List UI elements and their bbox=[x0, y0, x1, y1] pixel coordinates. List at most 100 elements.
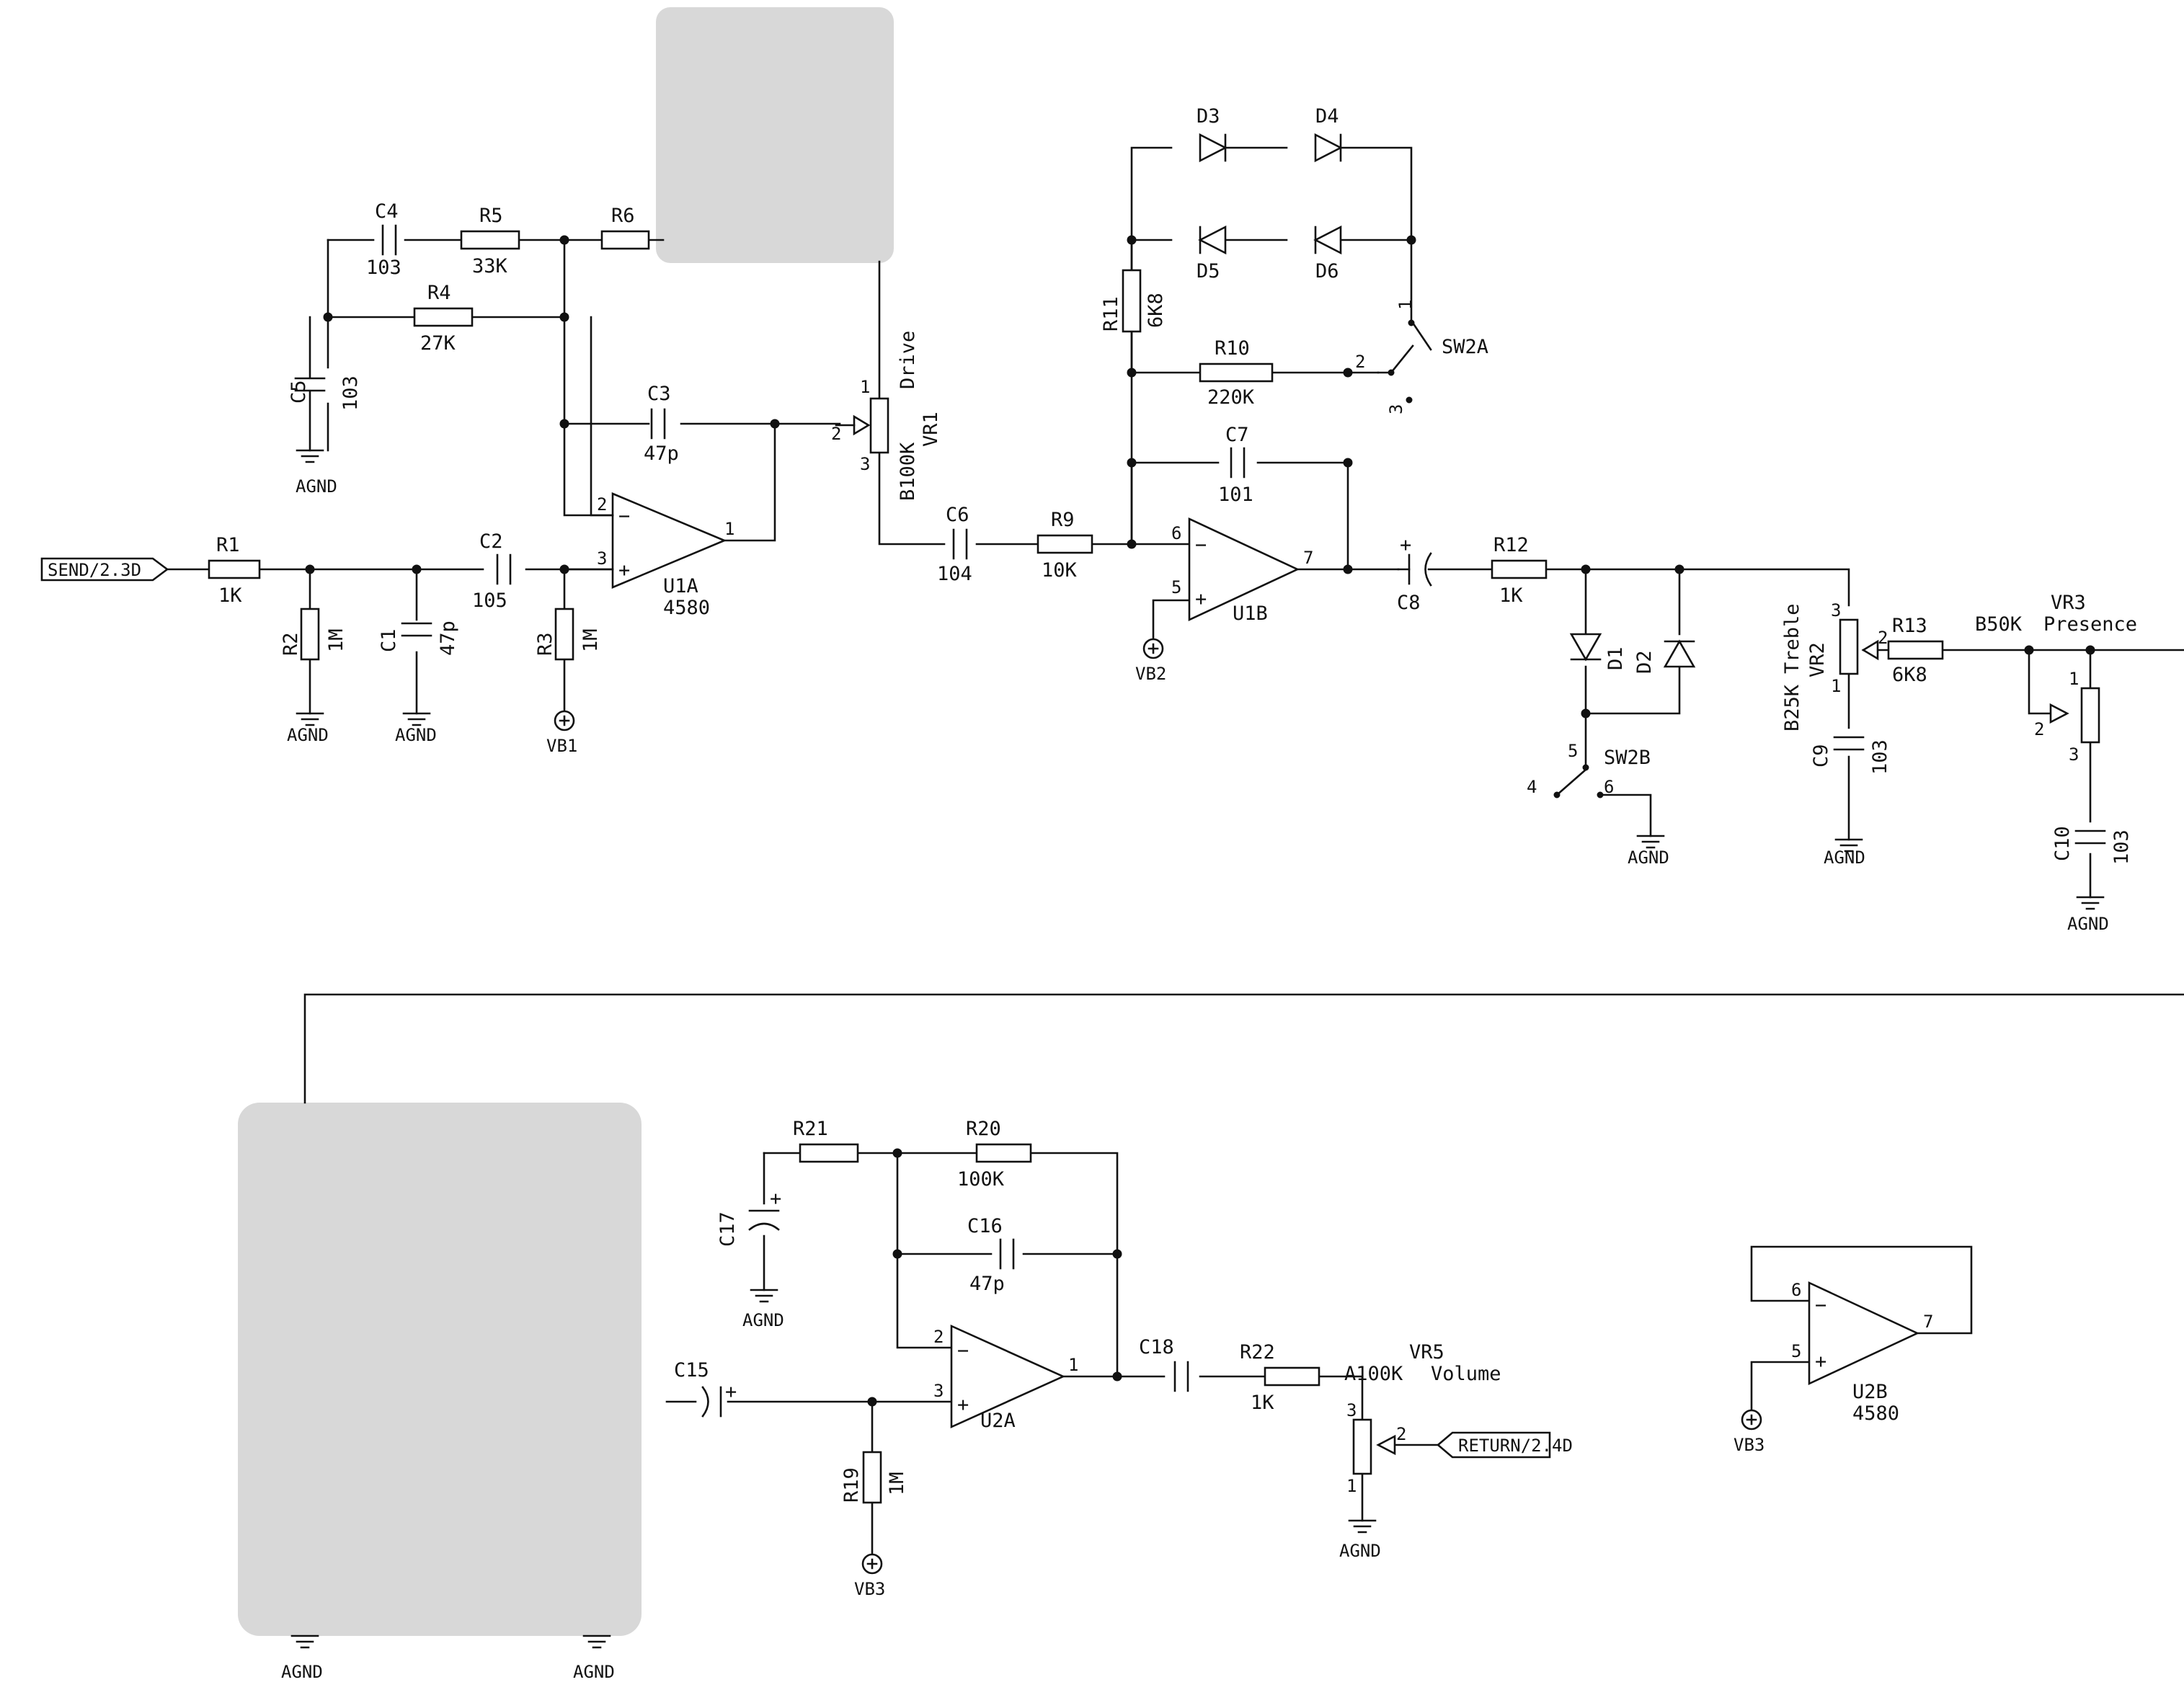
potentiometer-vr2[interactable]: 3 2 1 VR2 Treble B25K bbox=[1781, 600, 1888, 731]
send-port[interactable]: SEND/2.3D bbox=[40, 557, 169, 582]
svg-text:AGND: AGND bbox=[281, 1662, 323, 1682]
svg-text:27K: 27K bbox=[420, 332, 456, 355]
diode-d6[interactable]: D6 bbox=[1313, 225, 1342, 282]
resistor-r2[interactable]: R2 1M bbox=[280, 608, 347, 661]
svg-text:R4: R4 bbox=[427, 282, 451, 304]
capacitor-c16[interactable]: C16 47p bbox=[967, 1215, 1015, 1295]
capacitor-c9[interactable]: C9 103 bbox=[1810, 736, 1891, 775]
svg-text:AGND: AGND bbox=[395, 725, 437, 745]
svg-text:6: 6 bbox=[1604, 777, 1614, 797]
diode-d1[interactable]: D1 bbox=[1569, 633, 1627, 670]
resistor-r1[interactable]: R1 1K bbox=[208, 534, 261, 607]
svg-text:D2: D2 bbox=[1633, 650, 1656, 674]
potentiometer-vr1[interactable]: 1 2 3 B100K Drive VR1 bbox=[831, 331, 942, 501]
resistor-r13[interactable]: R13 6K8 bbox=[1887, 615, 1944, 686]
resistor-r6[interactable]: R6 bbox=[600, 205, 650, 250]
svg-text:VR2: VR2 bbox=[1806, 642, 1829, 677]
supply-vb3-r19: VB3 bbox=[854, 1553, 885, 1599]
switch-sw2b[interactable]: 5 4 6 SW2B bbox=[1527, 741, 1651, 798]
diode-d2[interactable]: D2 bbox=[1633, 639, 1696, 674]
svg-text:6: 6 bbox=[1171, 523, 1181, 543]
resistor-r20[interactable]: R20 100K bbox=[957, 1118, 1032, 1191]
svg-text:R3: R3 bbox=[534, 632, 556, 656]
resistor-r19[interactable]: R19 1M bbox=[840, 1451, 908, 1504]
svg-text:C2: C2 bbox=[479, 530, 503, 553]
resistor-r12[interactable]: R12 1K bbox=[1491, 534, 1548, 607]
diode-d3[interactable]: D3 bbox=[1197, 105, 1228, 163]
resistor-r4[interactable]: R4 27K bbox=[413, 282, 474, 355]
opamp-u1a[interactable]: − + 2 3 1 U1A 4580 bbox=[563, 316, 734, 619]
resistor-r9[interactable]: R9 10K bbox=[1036, 509, 1093, 582]
svg-text:Treble: Treble bbox=[1781, 603, 1803, 674]
svg-text:R2: R2 bbox=[280, 632, 302, 656]
svg-text:C15: C15 bbox=[674, 1359, 709, 1382]
svg-text:AGND: AGND bbox=[1339, 1541, 1381, 1561]
potentiometer-vr5[interactable]: 3 2 1 VR5 A100K Volume bbox=[1344, 1341, 1501, 1496]
svg-text:B25K: B25K bbox=[1781, 684, 1803, 731]
svg-text:4580: 4580 bbox=[1852, 1402, 1899, 1425]
ground-agnd-sw2b: AGND bbox=[1628, 835, 1669, 868]
svg-text:C10: C10 bbox=[2051, 826, 2074, 861]
capacitor-c15[interactable]: + C15 bbox=[674, 1359, 737, 1418]
svg-text:10K: 10K bbox=[1042, 559, 1078, 582]
svg-text:C18: C18 bbox=[1139, 1336, 1174, 1358]
diode-d4[interactable]: D4 bbox=[1314, 105, 1343, 163]
capacitor-c7[interactable]: C7 101 bbox=[1218, 424, 1253, 506]
svg-text:R20: R20 bbox=[966, 1118, 1001, 1140]
svg-text:C16: C16 bbox=[967, 1215, 1003, 1237]
switch-sw2a[interactable]: 1 2 3 SW2A bbox=[1355, 300, 1488, 414]
capacitor-c10[interactable]: C10 103 bbox=[2051, 826, 2133, 865]
resistor-r5[interactable]: R5 33K bbox=[460, 205, 520, 277]
svg-text:Volume: Volume bbox=[1431, 1363, 1501, 1385]
svg-text:D3: D3 bbox=[1197, 105, 1220, 128]
redacted-region-bottom bbox=[238, 1103, 642, 1636]
resistor-r10[interactable]: R10 220K bbox=[1199, 337, 1274, 409]
svg-text:C3: C3 bbox=[647, 383, 671, 405]
resistor-r22[interactable]: R22 1K bbox=[1240, 1341, 1320, 1414]
capacitor-c4[interactable]: C4 103 bbox=[366, 200, 401, 279]
svg-text:1: 1 bbox=[1831, 676, 1841, 696]
capacitor-c3[interactable]: C3 47p bbox=[644, 383, 679, 465]
ground-agnd-vr5: AGND bbox=[1339, 1519, 1381, 1561]
resistor-r3[interactable]: R3 1M bbox=[534, 608, 602, 661]
svg-text:C6: C6 bbox=[946, 504, 969, 526]
ground-agnd-c1: AGND bbox=[395, 712, 437, 745]
capacitor-c6[interactable]: C6 104 bbox=[937, 504, 972, 585]
svg-text:VB1: VB1 bbox=[546, 736, 577, 756]
capacitor-c5[interactable]: C5 103 bbox=[288, 316, 362, 452]
capacitor-c8[interactable]: + C8 bbox=[1397, 534, 1432, 614]
svg-text:2: 2 bbox=[1878, 628, 1888, 648]
svg-text:1: 1 bbox=[724, 519, 734, 539]
capacitor-c2[interactable]: C2 105 bbox=[472, 530, 512, 612]
redacted-region-top bbox=[656, 7, 894, 263]
svg-text:33K: 33K bbox=[472, 255, 508, 277]
svg-text:4580: 4580 bbox=[663, 597, 710, 619]
capacitor-c18[interactable]: C18 bbox=[1139, 1336, 1189, 1392]
svg-text:SW2A: SW2A bbox=[1442, 336, 1488, 358]
svg-text:AGND: AGND bbox=[296, 476, 337, 497]
svg-text:AGND: AGND bbox=[1824, 848, 1865, 868]
return-port-label: RETURN/2.4D bbox=[1458, 1436, 1573, 1456]
svg-text:1K: 1K bbox=[1251, 1392, 1274, 1414]
capacitor-c17[interactable]: + C17 bbox=[716, 1188, 781, 1247]
svg-text:103: 103 bbox=[2110, 829, 2133, 865]
resistor-r21[interactable]: R21 bbox=[793, 1118, 859, 1163]
svg-text:C5: C5 bbox=[288, 380, 310, 404]
capacitor-c1[interactable]: C1 47p bbox=[378, 620, 459, 656]
svg-text:−: − bbox=[618, 505, 630, 528]
svg-text:47p: 47p bbox=[644, 442, 679, 465]
resistor-r11[interactable]: R11 6K8 bbox=[1100, 269, 1167, 333]
svg-text:R22: R22 bbox=[1240, 1341, 1275, 1363]
return-port[interactable]: RETURN/2.4D bbox=[1436, 1431, 1573, 1459]
diode-d5[interactable]: D5 bbox=[1197, 225, 1227, 282]
svg-text:100K: 100K bbox=[957, 1168, 1005, 1191]
svg-text:5: 5 bbox=[1171, 577, 1181, 597]
svg-text:VR1: VR1 bbox=[920, 411, 942, 447]
potentiometer-vr3[interactable]: 1 2 3 B50K VR3 Presence bbox=[1975, 592, 2137, 765]
opamp-u2a[interactable]: − + 2 3 1 U2A bbox=[933, 1324, 1078, 1432]
ground-agnd-r2: AGND bbox=[287, 712, 329, 745]
svg-text:5: 5 bbox=[1568, 741, 1578, 761]
opamp-u1b[interactable]: − + 6 5 7 U1B bbox=[1171, 517, 1313, 625]
opamp-u2b[interactable]: − + 6 5 7 U2B 4580 bbox=[1791, 1280, 1933, 1425]
ground-agnd-bottom-left: AGND bbox=[281, 1634, 323, 1682]
